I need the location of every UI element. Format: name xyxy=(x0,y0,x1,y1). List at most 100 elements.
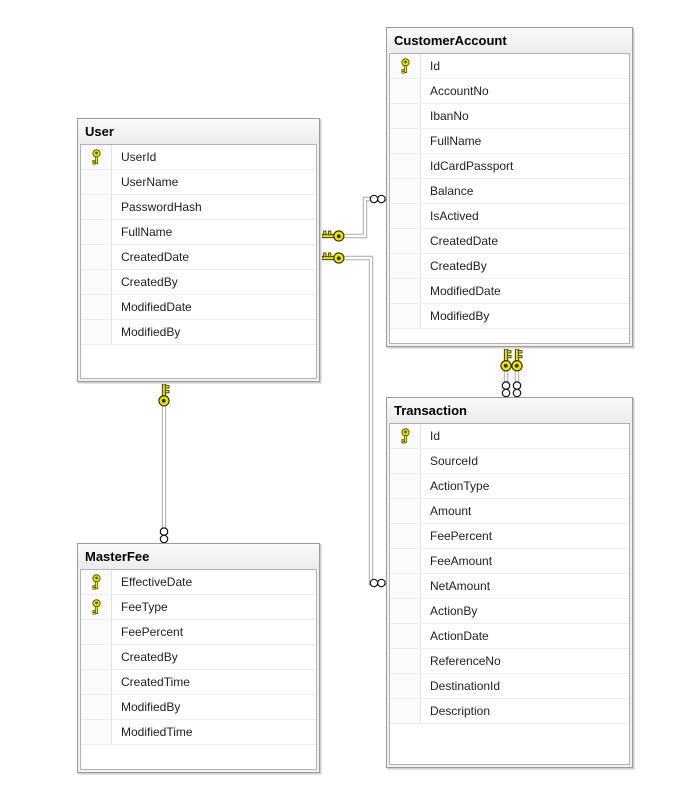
table-user[interactable]: User UserId UserName PasswordHash FullNa… xyxy=(77,118,320,382)
column-name: Balance xyxy=(430,184,474,198)
table-column-grid: Id AccountNo IbanNo FullName IdCardPassp… xyxy=(389,53,630,344)
column-row[interactable]: ActionBy xyxy=(390,599,629,624)
relationship-user-masterfee[interactable] xyxy=(158,382,170,544)
table-column-grid: Id SourceId ActionType Amount FeePercent… xyxy=(389,423,630,765)
key-cell xyxy=(390,279,421,303)
key-cell xyxy=(390,574,421,598)
column-row[interactable]: CreatedBy xyxy=(81,645,316,670)
column-name: EffectiveDate xyxy=(121,575,193,589)
column-row[interactable]: AccountNo xyxy=(390,79,629,104)
column-row[interactable]: CreatedDate xyxy=(81,245,316,270)
column-name: SourceId xyxy=(430,454,479,468)
column-name: PasswordHash xyxy=(121,200,202,214)
column-row[interactable]: ActionDate xyxy=(390,624,629,649)
column-row[interactable]: ModifiedBy xyxy=(81,695,316,720)
table-transaction[interactable]: Transaction Id SourceId ActionType Amoun… xyxy=(386,397,633,768)
column-name: CreatedTime xyxy=(121,675,190,689)
table-title[interactable]: Transaction xyxy=(387,398,632,423)
key-cell xyxy=(390,179,421,203)
column-row[interactable]: FeeType xyxy=(81,595,316,620)
key-cell xyxy=(81,645,112,669)
column-row[interactable]: FullName xyxy=(81,220,316,245)
column-name: FeeType xyxy=(121,600,168,614)
column-row[interactable]: EffectiveDate xyxy=(81,570,316,595)
column-name: Id xyxy=(430,59,441,73)
column-row[interactable]: FullName xyxy=(390,129,629,154)
column-name: ReferenceNo xyxy=(430,654,501,668)
column-name: ActionType xyxy=(430,479,490,493)
key-cell xyxy=(81,195,112,219)
relationship-user-customeraccount[interactable] xyxy=(321,194,386,242)
column-name: NetAmount xyxy=(430,579,491,593)
column-row[interactable]: SourceId xyxy=(390,449,629,474)
column-row[interactable]: Balance xyxy=(390,179,629,204)
column-name: DestinationId xyxy=(430,679,501,693)
column-row[interactable]: PasswordHash xyxy=(81,195,316,220)
column-name: Id xyxy=(430,429,441,443)
key-cell xyxy=(81,620,112,644)
key-cell xyxy=(81,320,112,344)
column-name: CreatedBy xyxy=(121,275,178,289)
key-cell xyxy=(390,304,421,328)
column-row[interactable]: IdCardPassport xyxy=(390,154,629,179)
column-name: FeeAmount xyxy=(430,554,493,568)
column-row[interactable]: CreatedDate xyxy=(390,229,629,254)
column-row[interactable]: CreatedBy xyxy=(81,270,316,295)
column-name: ModifiedBy xyxy=(430,309,490,323)
relationship-user-transaction[interactable] xyxy=(321,252,386,588)
column-row[interactable]: ActionType xyxy=(390,474,629,499)
column-name: CreatedDate xyxy=(430,234,499,248)
column-row[interactable]: ModifiedBy xyxy=(81,320,316,345)
column-row[interactable]: IsActived xyxy=(390,204,629,229)
column-row[interactable]: ModifiedTime xyxy=(81,720,316,745)
column-row[interactable]: ReferenceNo xyxy=(390,649,629,674)
column-row[interactable]: FeePercent xyxy=(390,524,629,549)
key-cell xyxy=(81,170,112,194)
table-title[interactable]: CustomerAccount xyxy=(387,28,632,53)
primary-key-icon xyxy=(390,54,421,78)
table-title[interactable]: MasterFee xyxy=(78,544,319,569)
primary-key-icon xyxy=(390,424,421,448)
column-row[interactable]: UserId xyxy=(81,145,316,170)
column-row[interactable]: CreatedBy xyxy=(390,254,629,279)
column-row[interactable]: NetAmount xyxy=(390,574,629,599)
key-cell xyxy=(390,474,421,498)
column-row[interactable]: CreatedTime xyxy=(81,670,316,695)
column-name: ModifiedTime xyxy=(121,725,193,739)
column-row[interactable]: ModifiedDate xyxy=(81,295,316,320)
column-name: IdCardPassport xyxy=(430,159,514,173)
table-masterfee[interactable]: MasterFee EffectiveDate FeeType FeePerce… xyxy=(77,543,320,773)
column-row[interactable]: UserName xyxy=(81,170,316,195)
table-column-grid: UserId UserName PasswordHash FullName Cr… xyxy=(80,144,317,379)
column-row[interactable]: ModifiedDate xyxy=(390,279,629,304)
key-cell xyxy=(390,624,421,648)
column-row[interactable]: FeePercent xyxy=(81,620,316,645)
key-cell xyxy=(390,674,421,698)
key-cell xyxy=(81,720,112,744)
column-row[interactable]: Id xyxy=(390,54,629,79)
relationship-customeraccount-transaction-2[interactable] xyxy=(511,347,523,398)
key-cell xyxy=(390,204,421,228)
table-customeraccount[interactable]: CustomerAccount Id AccountNo IbanNo Full… xyxy=(386,27,633,347)
table-title[interactable]: User xyxy=(78,119,319,144)
column-row[interactable]: Description xyxy=(390,699,629,724)
column-name: FeePercent xyxy=(121,625,184,639)
column-name: Description xyxy=(430,704,491,718)
column-row[interactable]: ModifiedBy xyxy=(390,304,629,329)
key-cell xyxy=(390,449,421,473)
relationship-customeraccount-transaction-1[interactable] xyxy=(500,347,512,398)
column-name: IbanNo xyxy=(430,109,469,123)
column-row[interactable]: DestinationId xyxy=(390,674,629,699)
column-name: ActionDate xyxy=(430,629,489,643)
column-row[interactable]: FeeAmount xyxy=(390,549,629,574)
key-cell xyxy=(390,699,421,723)
key-cell xyxy=(81,295,112,319)
key-cell xyxy=(390,524,421,548)
key-cell xyxy=(390,599,421,623)
table-column-grid: EffectiveDate FeeType FeePercent Created… xyxy=(80,569,317,770)
column-row[interactable]: Amount xyxy=(390,499,629,524)
column-row[interactable]: Id xyxy=(390,424,629,449)
column-row[interactable]: IbanNo xyxy=(390,104,629,129)
